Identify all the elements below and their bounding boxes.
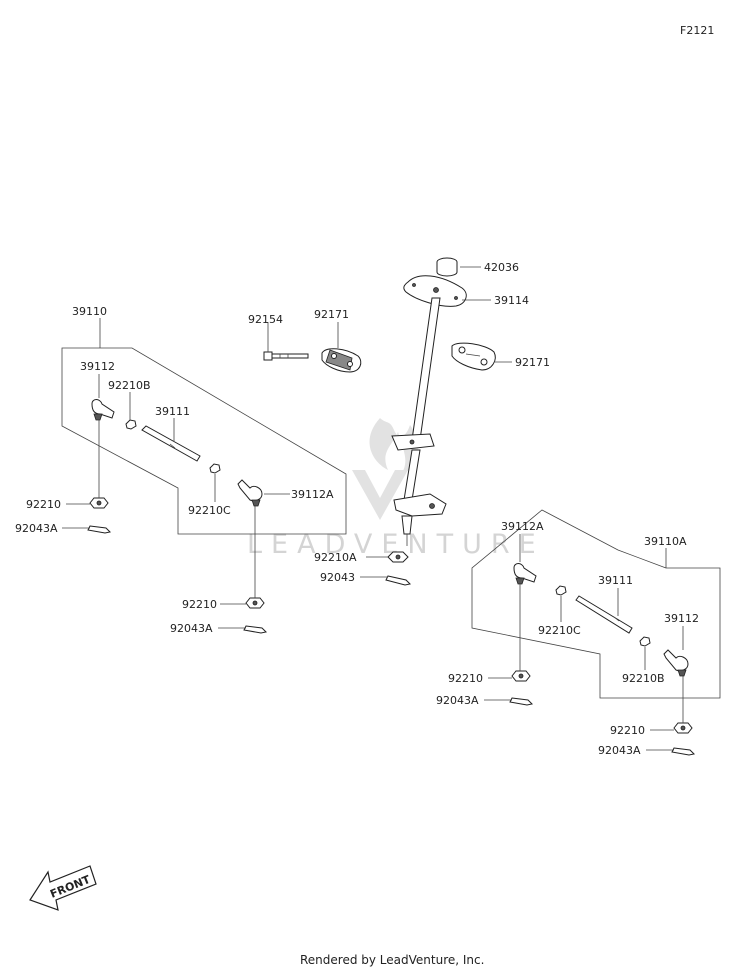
v-logo-icon (352, 470, 408, 520)
label-39110: 39110 (72, 305, 107, 318)
steering-shaft (411, 297, 441, 441)
cotter-pin-92043a-left-1 (87, 525, 112, 534)
label-92210a: 92210A (314, 551, 357, 564)
label-92210c-left: 92210C (188, 504, 231, 517)
bolt-92154 (263, 351, 309, 361)
nut-92210-right-2 (673, 722, 693, 734)
bushing-42036 (436, 257, 458, 277)
label-39112-right: 39112 (664, 612, 699, 625)
cotter-pin-92043a-left-2 (243, 625, 268, 634)
flame-logo-icon (369, 418, 419, 476)
tie-rod-end-39112-right (663, 649, 689, 677)
rod-39111-left (141, 425, 201, 462)
steering-shaft-group (263, 257, 496, 586)
label-92210-right-2: 92210 (610, 724, 645, 737)
tie-rod-end-39112a-left (237, 479, 263, 507)
label-92210c-right: 92210C (538, 624, 581, 637)
label-39112-left: 39112 (80, 360, 115, 373)
label-39112a-left: 39112A (291, 488, 334, 501)
label-92043: 92043 (320, 571, 355, 584)
cotter-pin-92043a-right-2 (671, 747, 696, 756)
nut-92210-right-1 (511, 670, 531, 682)
label-42036: 42036 (484, 261, 519, 274)
label-92043a-right-1: 92043A (436, 694, 479, 707)
label-92210b-left: 92210B (108, 379, 151, 392)
label-39112a-right: 39112A (501, 520, 544, 533)
front-arrow: FRONT (29, 865, 97, 911)
label-92171-left: 92171 (314, 308, 349, 321)
tie-rod-assembly-right: 39112A 39110A 39111 92210C 39112 92210B … (436, 509, 721, 757)
nut-92210a (387, 551, 409, 563)
nut-92210c-left (209, 463, 221, 474)
clamp-92171-right (451, 342, 496, 371)
cotter-pin-92043a-right-1 (509, 697, 534, 706)
label-39110a: 39110A (644, 535, 687, 548)
nut-92210b-left (125, 419, 137, 430)
nut-92210-left-2 (245, 597, 265, 609)
label-92043a-right-2: 92043A (598, 744, 641, 757)
label-92210-left-2: 92210 (182, 598, 217, 611)
nut-92210c-right (555, 585, 567, 596)
nut-92210b-right (639, 636, 651, 647)
tie-rod-assembly-left: 39110 39112 92210B 39111 92210C 39112A 9… (15, 305, 347, 635)
label-92171-right: 92171 (515, 356, 550, 369)
tie-rod-end-39112-left (91, 399, 115, 421)
footer-credit: Rendered by LeadVenture, Inc. (300, 953, 484, 967)
label-39111-right: 39111 (598, 574, 633, 587)
assembly-outline-left (61, 318, 347, 535)
cotter-pin-92043 (385, 575, 412, 586)
clamp-92171-left (321, 348, 362, 373)
pitman-arm (393, 493, 447, 517)
label-92210-right-1: 92210 (448, 672, 483, 685)
label-92043a-left-2: 92043A (170, 622, 213, 635)
label-92210-left-1: 92210 (26, 498, 61, 511)
rod-39111-right (575, 595, 633, 634)
label-92043a-left-1: 92043A (15, 522, 58, 535)
front-arrow-icon (29, 865, 97, 911)
label-39111-left: 39111 (155, 405, 190, 418)
tie-rod-end-39112a-right (513, 563, 537, 585)
nut-92210-left-1 (89, 497, 109, 509)
diagram-code: F2121 (680, 24, 714, 37)
assembly-outline-right (471, 509, 721, 699)
label-92154: 92154 (248, 313, 283, 326)
label-39114: 39114 (494, 294, 529, 307)
label-92210b-right: 92210B (622, 672, 665, 685)
